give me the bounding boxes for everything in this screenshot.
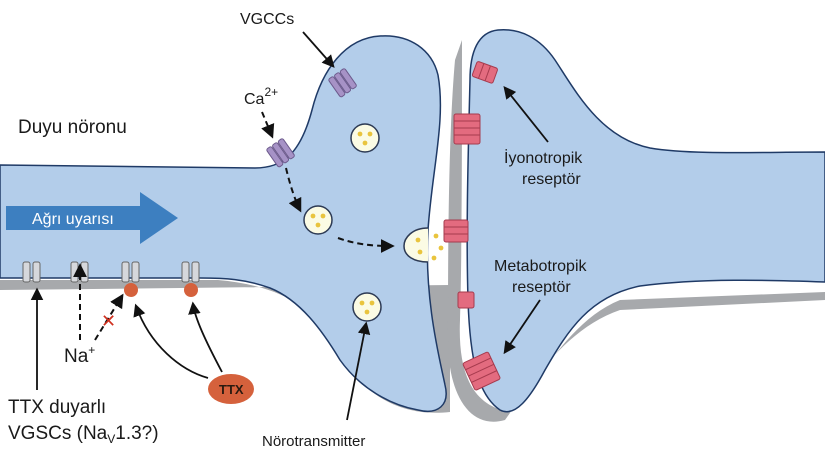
synaptic-vesicle (350, 123, 380, 153)
ionotropic-label-line2: reseptör (522, 171, 581, 188)
vgsc-channel-blocked (181, 261, 200, 297)
sodium-blocked-arrow (94, 293, 124, 341)
ttx-label: TTX (219, 382, 244, 397)
vesicle-release-arrow (337, 237, 395, 253)
vgsc-channel (22, 261, 41, 283)
pain-stimulus-arrow (6, 192, 178, 244)
vgccs-label: VGCCs (240, 11, 294, 28)
metabotropic-label: Metabotropik (494, 258, 587, 275)
metabotropic-arrow (503, 299, 541, 355)
ionotropic-receptor (457, 291, 475, 309)
fusing-vesicle (403, 227, 444, 263)
vgsc-channel-blocked (121, 261, 140, 297)
ionotropic-label: İyonotropik (504, 148, 583, 167)
postsynaptic-neuron (466, 29, 825, 413)
ttx-arrow-2 (188, 301, 223, 373)
ttx-sensitive-label: TTX duyarlı (8, 397, 106, 418)
sensory-neuron-label: Duyu nöronu (18, 117, 127, 138)
calcium-label: Ca2+ (244, 85, 278, 108)
vgccs-arrow (302, 31, 335, 68)
pain-stimulus-label: Ağrı uyarısı (32, 211, 114, 228)
metabotropic-receptor (453, 113, 481, 145)
block-x-icon: ✕ (101, 311, 116, 332)
metabotropic-receptor (462, 351, 501, 391)
calcium-flow-arrow (285, 167, 302, 213)
vgcc-channel (328, 68, 357, 98)
calcium-influx-arrow (261, 111, 275, 139)
neurotransmitter-arrow (346, 321, 371, 421)
vgcc-channel (266, 138, 295, 168)
ttx-arrow-1 (133, 303, 209, 379)
metabotropic-label-line2: reseptör (512, 279, 571, 296)
synaptic-vesicle (352, 292, 382, 322)
neurotransmitter-label: Nörotransmitter (262, 433, 365, 450)
ttx-molecule (208, 374, 254, 404)
synaptic-vesicle (303, 205, 333, 235)
presynaptic-neuron (0, 35, 447, 412)
ionotropic-receptor (443, 219, 469, 243)
ttx-sensitive-channels-label: VGSCs (NaV1.3?) (8, 423, 159, 446)
sodium-label: Na+ (64, 343, 95, 367)
ionotropic-receptor (471, 61, 498, 84)
ionotropic-arrow (503, 86, 549, 143)
